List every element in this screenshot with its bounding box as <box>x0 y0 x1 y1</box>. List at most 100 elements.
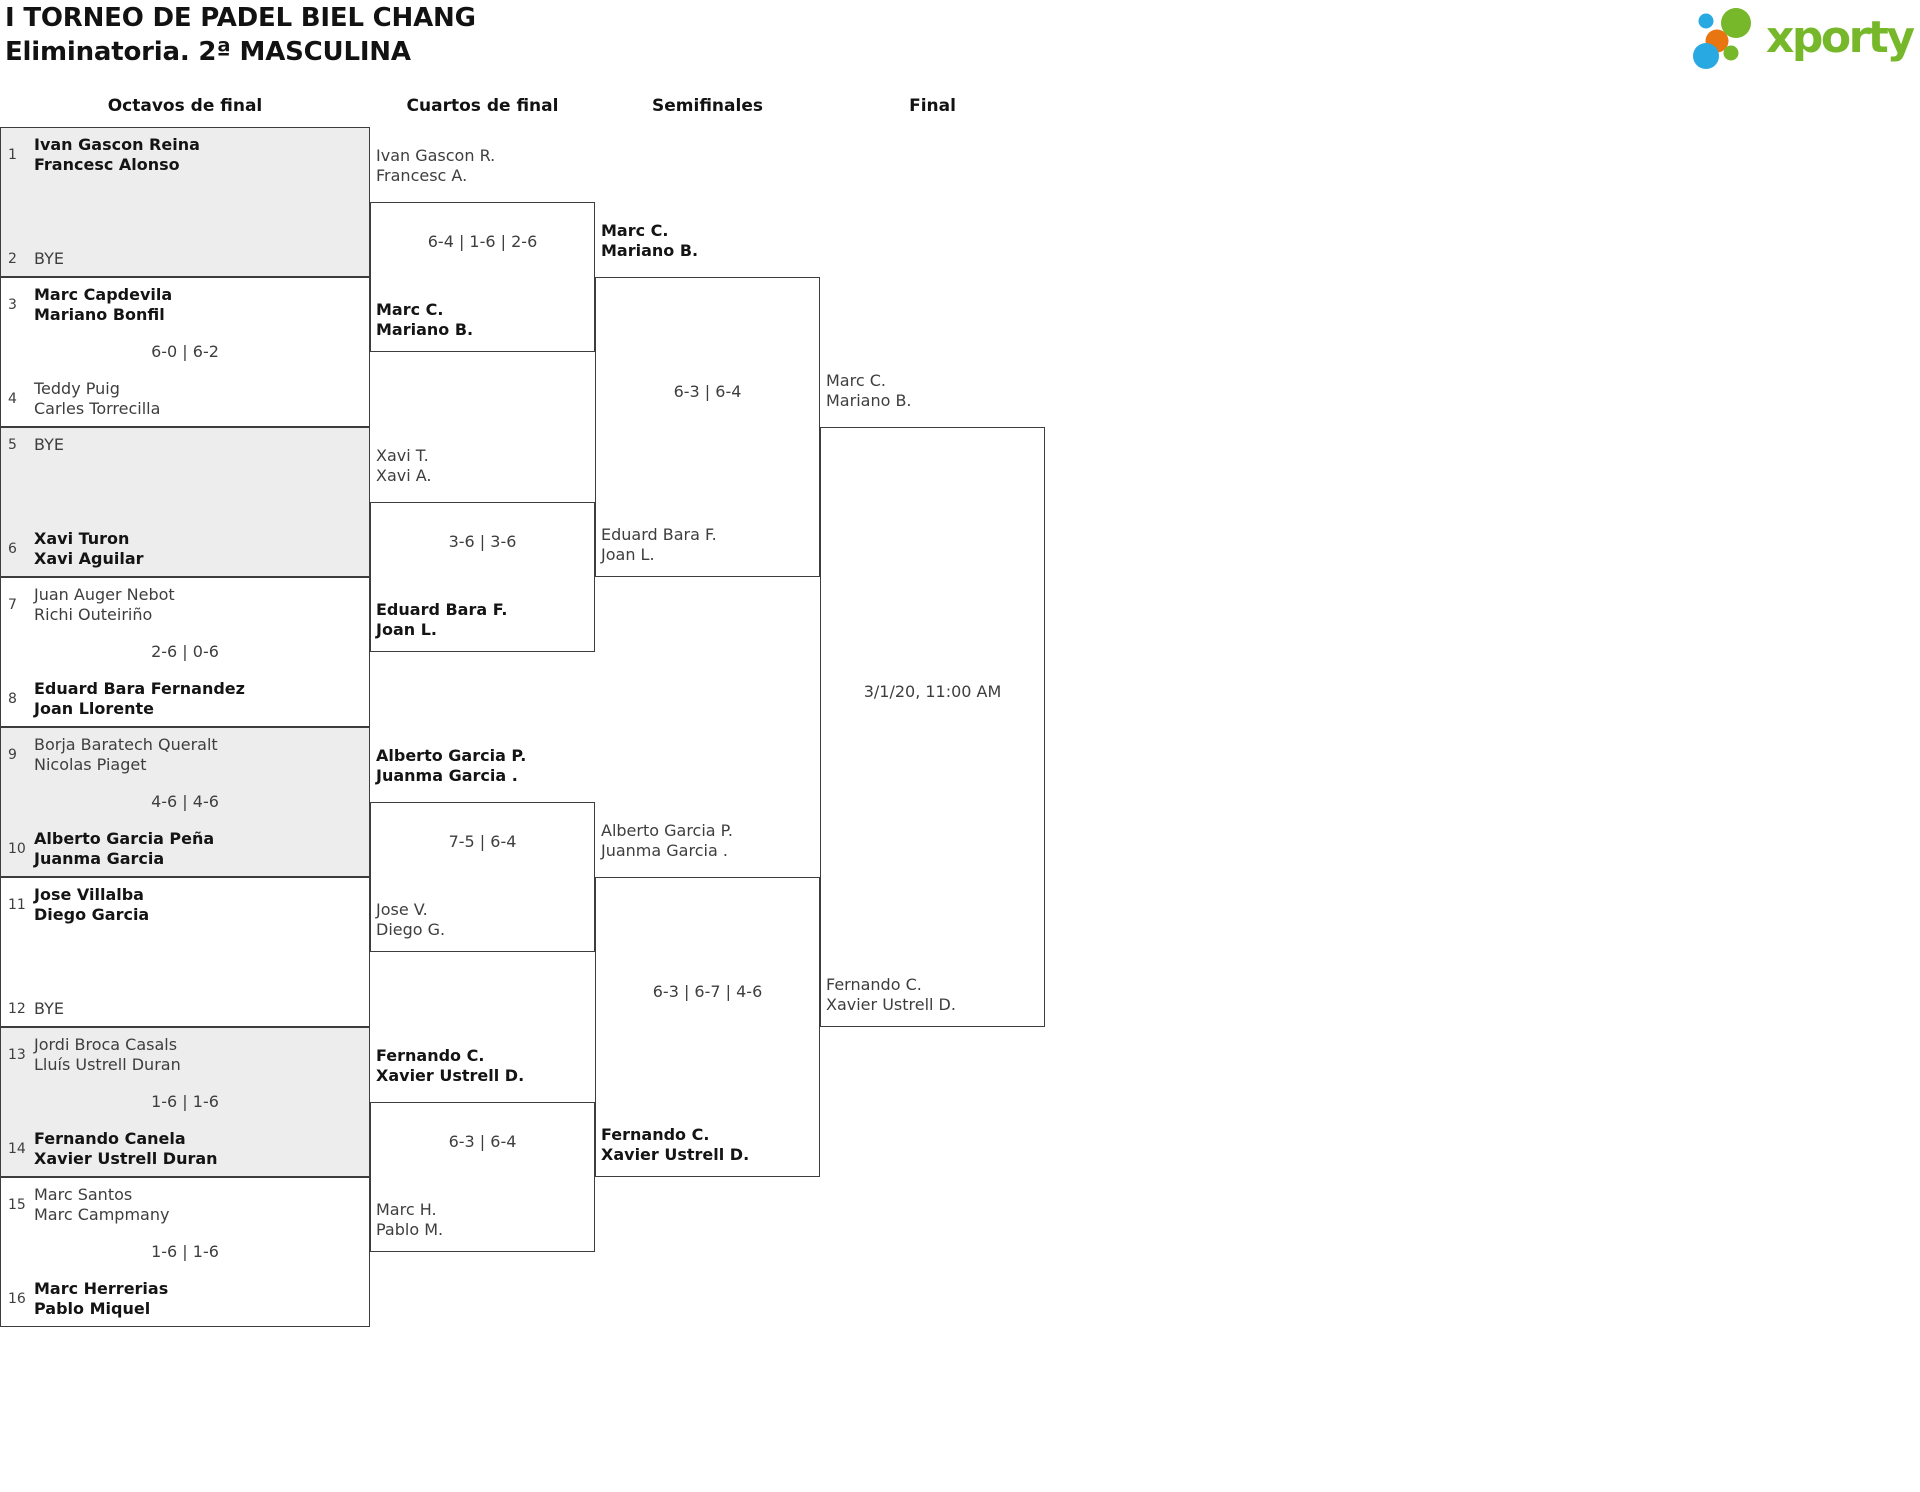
player-name-line: Marc C. <box>826 371 886 390</box>
match-box-cuartos <box>370 1102 595 1252</box>
player-name-line: Joan L. <box>376 620 437 639</box>
player-name-line: Jose V. <box>376 900 428 919</box>
seed-number: 4 <box>8 391 17 407</box>
player-name-line: Juanma Garcia . <box>376 766 518 785</box>
player-name-line: Richi Outeiriño <box>34 605 153 624</box>
seed-number: 8 <box>8 691 17 707</box>
player-name-line: Xavier Ustrell D. <box>826 995 956 1014</box>
team-label: Alberto Garcia P.Juanma Garcia . <box>601 821 733 861</box>
player-name-line: Alberto Garcia P. <box>601 821 733 840</box>
player-name-line: Mariano B. <box>601 241 699 260</box>
player-name-line: Eduard Bara F. <box>601 525 717 544</box>
player-name-line: Marc Santos <box>34 1185 133 1204</box>
seed-number: 9 <box>8 747 17 763</box>
match-score: 7-5 | 6-4 <box>448 832 517 851</box>
round-header: Semifinales <box>652 96 763 116</box>
player-name-line: Ivan Gascon Reina <box>34 135 200 154</box>
player-name-line: Xavi Turon <box>34 529 130 548</box>
player-name-line: Juan Auger Nebot <box>34 585 175 604</box>
player-name-line: Teddy Puig <box>34 379 120 398</box>
player-name-line: Mariano B. <box>826 391 912 410</box>
team-label: Eduard Bara F.Joan L. <box>601 525 717 565</box>
match-box-cuartos <box>370 802 595 952</box>
team-names: BYE <box>34 435 64 455</box>
seed-number: 12 <box>8 1001 26 1017</box>
team-slot: 2 BYE <box>8 249 363 269</box>
player-name-line: Xavi T. <box>376 446 429 465</box>
team-label: Fernando C.Xavier Ustrell D. <box>601 1125 749 1165</box>
team-label: Jose V.Diego G. <box>376 900 445 940</box>
team-label: Marc H.Pablo M. <box>376 1200 443 1240</box>
player-name-line: Xavier Ustrell D. <box>376 1066 525 1085</box>
player-name-line: Joan L. <box>601 545 655 564</box>
match-score: 3-6 | 3-6 <box>448 532 517 551</box>
round-header: Octavos de final <box>107 96 263 116</box>
player-name-line: Marc H. <box>376 1200 437 1219</box>
player-name-line: Pablo M. <box>376 1220 444 1239</box>
seed-number: 13 <box>8 1047 26 1063</box>
player-name-line: Eduard Bara F. <box>376 600 508 619</box>
team-label: Eduard Bara F.Joan L. <box>376 600 507 640</box>
player-name-line: Borja Baratech Queralt <box>34 735 218 754</box>
team-label: Fernando C.Xavier Ustrell D. <box>376 1046 524 1086</box>
player-name-line: Alberto Garcia Peña <box>34 829 215 848</box>
player-name-line: Ivan Gascon R. <box>376 146 496 165</box>
team-names: BYE <box>34 999 64 1019</box>
seed-number: 3 <box>8 297 17 313</box>
seed-number: 2 <box>8 251 17 267</box>
team-names: BYE <box>34 249 64 269</box>
seed-number: 11 <box>8 897 26 913</box>
player-name-line: Xavier Ustrell Duran <box>34 1149 218 1168</box>
player-name-line: Alberto Garcia P. <box>376 746 527 765</box>
player-name-line: Xavier Ustrell D. <box>601 1145 750 1164</box>
player-name-line: Fernando C. <box>376 1046 485 1065</box>
player-name-line: Fernando C. <box>601 1125 710 1144</box>
player-name-line: BYE <box>34 435 64 454</box>
match-score: 2-6 | 0-6 <box>151 642 219 661</box>
player-name-line: Pablo Miquel <box>34 1299 151 1318</box>
match-score: 1-6 | 1-6 <box>151 1092 219 1111</box>
match-datetime: 3/1/20, 11:00 AM <box>863 682 1002 701</box>
team-label: Marc C.Mariano B. <box>826 371 912 411</box>
team-label: Xavi T.Xavi A. <box>376 446 432 486</box>
seed-number: 7 <box>8 597 17 613</box>
player-name-line: Francesc A. <box>376 166 468 185</box>
team-slot: 12 BYE <box>8 999 363 1019</box>
player-name-line: Diego G. <box>376 920 446 939</box>
match-score: 4-6 | 4-6 <box>151 792 219 811</box>
xporty-logo[interactable]: xporty <box>1690 6 1915 70</box>
player-name-line: Diego Garcia <box>34 905 150 924</box>
match-box-semifinal <box>595 877 820 1177</box>
team-label: Alberto Garcia P.Juanma Garcia . <box>376 746 526 786</box>
match-score: 6-3 | 6-4 <box>673 382 742 401</box>
player-name-line: Fernando Canela <box>34 1129 186 1148</box>
team-label: Ivan Gascon R.Francesc A. <box>376 146 495 186</box>
match-score: 1-6 | 1-6 <box>151 1242 219 1261</box>
round-header: Final <box>909 96 956 116</box>
player-name-line: Marc C. <box>601 221 669 240</box>
seed-number: 10 <box>8 841 26 857</box>
match-box-cuartos <box>370 202 595 352</box>
player-name-line: Xavi Aguilar <box>34 549 144 568</box>
player-name-line: Juanma Garcia <box>34 849 165 868</box>
xporty-logo-text: xporty <box>1766 12 1915 63</box>
